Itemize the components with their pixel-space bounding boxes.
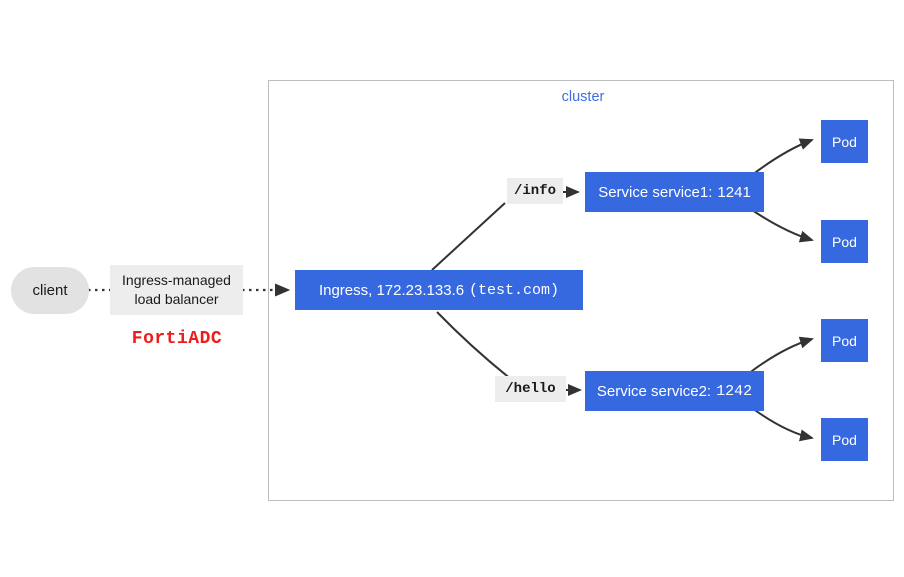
ingress-label-prefix: Ingress, 172.23.133.6 (318, 281, 465, 299)
service1-label-port: 1241 (717, 183, 751, 201)
pod-4-label: Pod (832, 431, 857, 448)
cluster-boundary (268, 80, 894, 501)
pod-node-3[interactable]: Pod (821, 319, 868, 362)
edge-service1-to-pod1 (751, 138, 814, 176)
edge-ingress-to-hello (436, 311, 513, 381)
client-node[interactable]: client (11, 267, 89, 314)
cluster-label: cluster (561, 89, 605, 105)
ingress-label-host: (test.com) (469, 281, 560, 299)
edge-service1-to-pod2 (751, 209, 814, 243)
service1-label-prefix: Service service1: (598, 183, 713, 201)
pod-node-2[interactable]: Pod (821, 220, 868, 263)
edge-service2-to-pod3 (747, 336, 814, 375)
pod-node-4[interactable]: Pod (821, 418, 868, 461)
pod-2-label: Pod (832, 233, 857, 250)
service2-label-port: 1242 (716, 382, 753, 400)
pod-node-1[interactable]: Pod (821, 120, 868, 163)
ingress-managed-load-balancer-label: Ingress-managed load balancer (110, 265, 243, 315)
path-rule-info: /info (507, 178, 563, 204)
pod-3-label: Pod (832, 332, 857, 349)
fortiadc-label: FortiADC (131, 329, 223, 349)
path-rule-hello: /hello (495, 376, 566, 402)
edge-service2-to-pod4 (751, 407, 814, 442)
service-node-service1[interactable]: Service service1: 1241 (585, 172, 764, 212)
lb-label-line2: load balancer (134, 291, 219, 307)
pod-1-label: Pod (832, 133, 857, 150)
service2-label-prefix: Service service2: (596, 382, 712, 400)
client-label: client (32, 282, 68, 299)
service-node-service2[interactable]: Service service2: 1242 (585, 371, 764, 411)
ingress-node[interactable]: Ingress, 172.23.133.6 (test.com) (295, 270, 583, 310)
edge-ingress-to-info (431, 202, 506, 271)
lb-label-line1: Ingress-managed (122, 272, 231, 289)
